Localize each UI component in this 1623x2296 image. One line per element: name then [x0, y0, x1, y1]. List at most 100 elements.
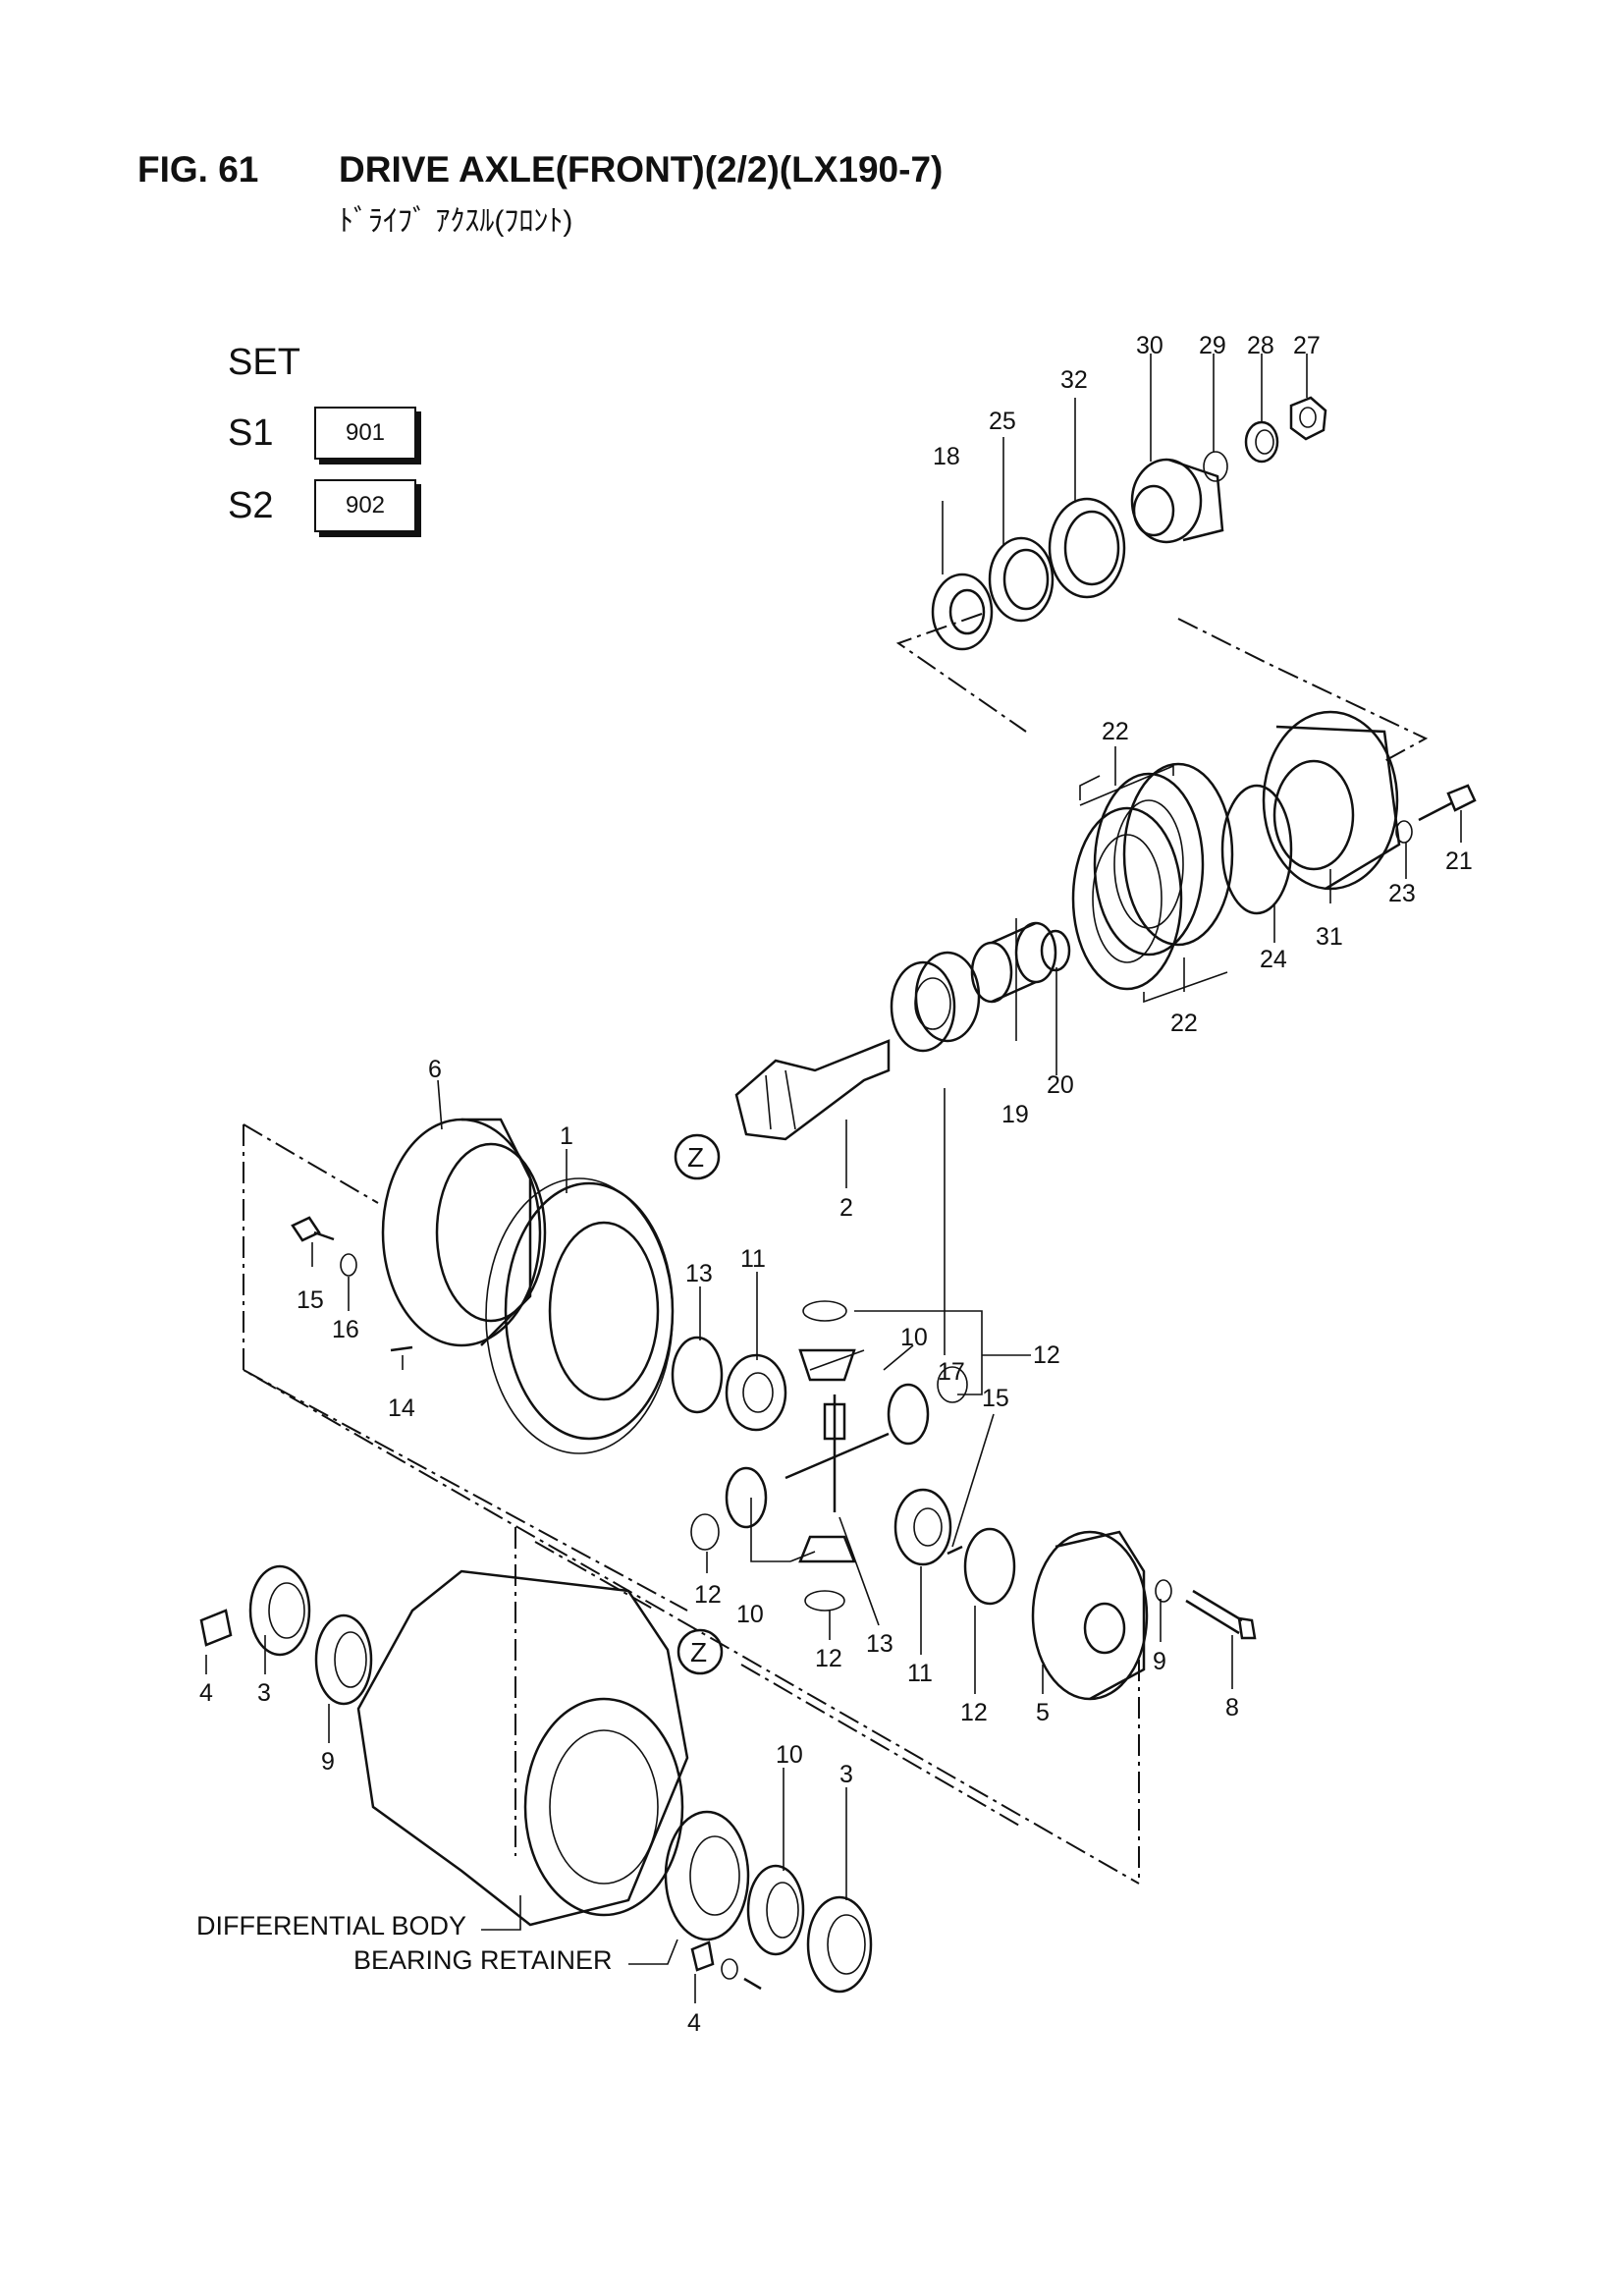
- set-label-s1: S1: [228, 412, 274, 454]
- part-17-washer[interactable]: [340, 1253, 357, 1277]
- set-label-s2: S2: [228, 485, 274, 526]
- label-23: 21: [1445, 847, 1473, 875]
- label-2: 2: [839, 1194, 853, 1222]
- leader-lines: [205, 354, 1462, 2003]
- label-16: 15: [297, 1286, 324, 1314]
- label-17: 16: [332, 1316, 359, 1343]
- label-10-top: 10: [900, 1324, 928, 1351]
- figure-title: DRIVE AXLE(FRONT)(2/2)(LX190-7): [339, 149, 944, 190]
- label-26: 25: [989, 408, 1016, 435]
- label-12-bottom: 12: [815, 1645, 842, 1672]
- part-7-bolt[interactable]: [1185, 1589, 1257, 1640]
- label-18: 17: [938, 1358, 965, 1386]
- part-12-thrust-washers[interactable]: [690, 1300, 968, 1612]
- part-22-friction-plates[interactable]: [1071, 762, 1234, 991]
- part-31-housing[interactable]: [1262, 710, 1401, 891]
- z-marker-label: Z: [687, 1142, 704, 1173]
- label-6: 6: [428, 1056, 442, 1083]
- part-28-washer[interactable]: [1244, 420, 1279, 464]
- label-31: 31: [1316, 923, 1343, 951]
- differential-body-label: DIFFERENTIAL BODY: [196, 1911, 466, 1941]
- label-15-right: 15: [982, 1385, 1009, 1412]
- label-22-bottom: 22: [1170, 1010, 1198, 1037]
- label-19: 18: [933, 443, 960, 470]
- part-2-pinion-shaft[interactable]: [734, 1039, 891, 1141]
- bearing-retainer[interactable]: [664, 1810, 750, 1941]
- figure-subtitle: ﾄﾞﾗｲﾌﾞ ｱｸｽﾙ(ﾌﾛﾝﾄ): [339, 205, 573, 238]
- detail-marker-z-bottom: Z: [676, 1628, 724, 1675]
- label-15-left: 14: [388, 1394, 415, 1422]
- part-11-side-gear-left[interactable]: [725, 1353, 787, 1432]
- part-5-diff-case[interactable]: [1031, 1530, 1149, 1701]
- set-code-902[interactable]: 902: [314, 479, 416, 532]
- part-15-pin-right[interactable]: [947, 1545, 963, 1556]
- label-24: 23: [1388, 880, 1416, 907]
- part-21-washer[interactable]: [1040, 929, 1071, 972]
- label-3-right: 3: [839, 1761, 853, 1788]
- label-8: 9: [1153, 1648, 1166, 1675]
- label-7: 8: [1225, 1694, 1239, 1722]
- part-23-bolt[interactable]: [1418, 784, 1477, 822]
- label-14: 13: [866, 1630, 893, 1658]
- label-1: 1: [560, 1122, 573, 1150]
- label-4-left: 4: [199, 1679, 213, 1707]
- figure-number: FIG. 61: [137, 149, 259, 190]
- label-9-left: 9: [321, 1748, 335, 1776]
- part-14-spider[interactable]: [784, 1394, 890, 1512]
- z-marker-label-bottom: Z: [690, 1637, 707, 1667]
- part-11-side-gear-right[interactable]: [893, 1488, 952, 1566]
- label-11-bottom: 11: [907, 1660, 933, 1687]
- part-3-bearing-right[interactable]: [806, 1895, 873, 1994]
- label-5: 5: [1036, 1699, 1050, 1726]
- part-9-seal-right[interactable]: [746, 1864, 805, 1956]
- part-29-o-ring[interactable]: [1203, 451, 1228, 482]
- guide-lines: [243, 613, 1429, 1885]
- part-4-lock-plate-left[interactable]: [199, 1609, 233, 1647]
- part-26-seal[interactable]: [988, 536, 1055, 623]
- label-9-right: 10: [776, 1741, 803, 1769]
- part-3-bearing-left[interactable]: [248, 1564, 311, 1657]
- part-10-pinion-gears[interactable]: [725, 1348, 930, 1563]
- bearing-retainer-label: BEARING RETAINER: [353, 1945, 613, 1975]
- detail-marker-z-top: Z: [674, 1133, 721, 1180]
- set-code-901[interactable]: 901: [314, 407, 416, 460]
- label-22-top: 22: [1102, 718, 1129, 745]
- label-4-bottom: 4: [687, 2009, 701, 2037]
- label-20: 19: [1001, 1101, 1029, 1128]
- label-27: 27: [1293, 332, 1321, 359]
- part-16-bolt[interactable]: [291, 1216, 335, 1242]
- label-25: 24: [1260, 946, 1287, 973]
- part-9-seal-left[interactable]: [314, 1613, 373, 1706]
- part-18-bearing[interactable]: [890, 951, 981, 1053]
- label-11-top: 11: [740, 1245, 766, 1273]
- label-13-left: 13: [685, 1260, 713, 1287]
- part-15-pin-left[interactable]: [390, 1345, 413, 1352]
- part-1-ring-gear[interactable]: [485, 1177, 675, 1454]
- part-13-thrust-washer-left[interactable]: [671, 1336, 724, 1414]
- part-6-diff-case-half[interactable]: [381, 1118, 547, 1347]
- label-21: 20: [1047, 1071, 1074, 1099]
- part-4-lock-plate-right[interactable]: [690, 1941, 762, 1991]
- part-32-seal[interactable]: [1048, 497, 1126, 599]
- label-29: 29: [1199, 332, 1226, 359]
- label-12-left: 12: [694, 1581, 722, 1609]
- differential-body[interactable]: [356, 1569, 689, 1927]
- part-number-labels: 6 1 2 13 11 17 19 20 18 25 32 30 29 28 2…: [199, 332, 1473, 2037]
- set-heading: SET: [228, 342, 300, 383]
- label-13-right: 12: [960, 1699, 988, 1726]
- part-20-spacer[interactable]: [970, 921, 1057, 1004]
- part-30-coupling-flange[interactable]: [1130, 458, 1224, 544]
- part-8-washer[interactable]: [1155, 1579, 1172, 1603]
- part-24-washer[interactable]: [1395, 820, 1413, 844]
- label-30: 30: [1136, 332, 1163, 359]
- label-32: 32: [1060, 366, 1088, 394]
- label-28: 28: [1247, 332, 1274, 359]
- label-12-right: 12: [1033, 1341, 1060, 1369]
- part-25-ring[interactable]: [1220, 784, 1293, 915]
- label-10-bottom: 10: [736, 1601, 764, 1628]
- part-19-bearing[interactable]: [931, 573, 994, 651]
- part-27-nut[interactable]: [1289, 396, 1327, 441]
- part-13-thrust-washer-right[interactable]: [963, 1527, 1016, 1606]
- label-3-left: 3: [257, 1679, 271, 1707]
